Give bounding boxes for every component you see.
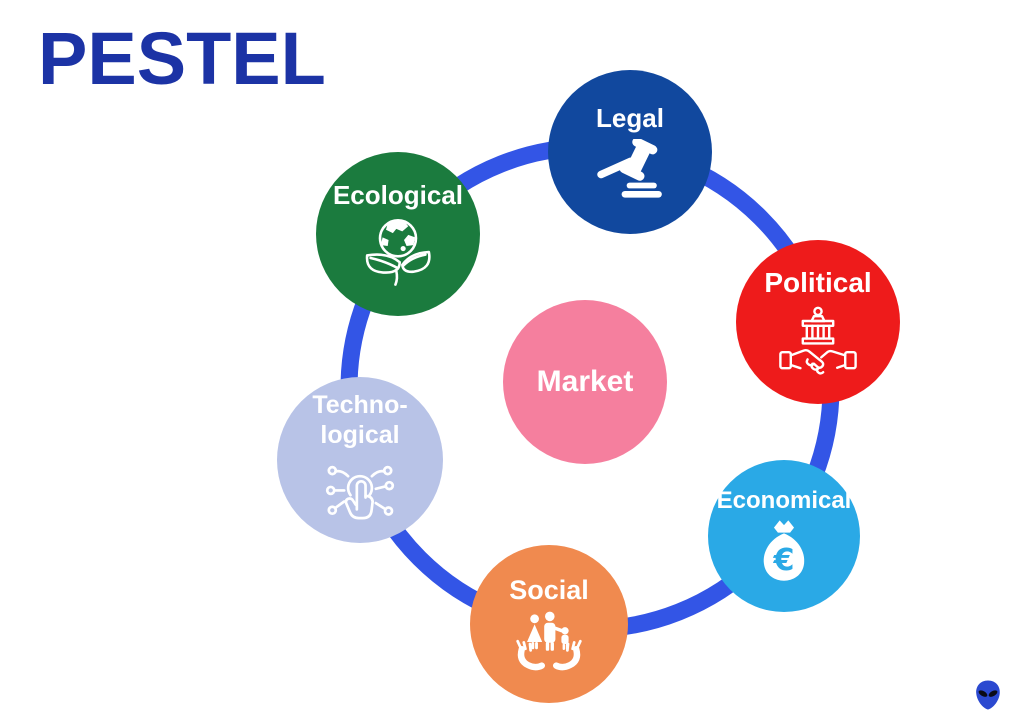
factor-label-ecological: Ecological bbox=[332, 180, 464, 211]
factor-label-technological-line1: Techno- bbox=[312, 391, 408, 419]
factor-label-technological-line2: logical bbox=[320, 421, 400, 449]
capitol-handshake-icon bbox=[779, 306, 857, 375]
market-center-circle: Market bbox=[503, 300, 667, 464]
family-in-hands-icon bbox=[516, 611, 582, 671]
market-label: Market bbox=[536, 365, 634, 398]
factor-circle-technological: Techno- logical bbox=[277, 377, 443, 543]
alien-head bbox=[976, 680, 1000, 710]
globe-leaves-icon bbox=[365, 218, 431, 286]
factor-label-social: Social bbox=[509, 574, 589, 605]
alien-logo bbox=[976, 680, 1000, 710]
factor-circle-political: Political bbox=[736, 240, 900, 404]
page-title: PESTEL bbox=[38, 17, 326, 100]
factor-circle-ecological: Ecological bbox=[316, 152, 480, 316]
gavel-icon bbox=[597, 138, 662, 198]
factor-label-political: Political bbox=[764, 267, 872, 299]
factor-circle-social: Social bbox=[470, 545, 628, 703]
factor-label-economical: Economical bbox=[716, 486, 852, 514]
factor-label-legal: Legal bbox=[596, 103, 664, 134]
alien-eye-left bbox=[978, 690, 988, 697]
alien-eye-right bbox=[988, 690, 998, 697]
money-bag-euro-icon: € bbox=[763, 520, 805, 582]
euro-symbol: € bbox=[773, 543, 795, 578]
factor-circle-legal: Legal bbox=[548, 70, 712, 234]
tap-network-icon bbox=[325, 465, 395, 520]
factor-circle-economical: Economical € bbox=[708, 460, 860, 612]
